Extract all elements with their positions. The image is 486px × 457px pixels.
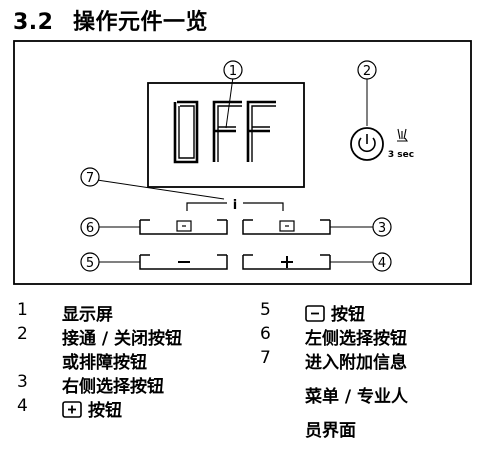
plus-button[interactable] [242,254,331,270]
minus-box-icon [305,305,325,322]
hold-duration-label: 3 sec [388,150,414,160]
callout-4-label: 4 [378,256,386,271]
legend-number: 5 [260,300,271,320]
legend-text: 进入附加信息 [305,353,407,373]
legend-text: 接通 / 关闭按钮 [62,329,183,349]
info-label: i [233,198,237,213]
legend-text: 右侧选择按钮 [62,377,164,397]
section-title: 操作元件一览 [73,10,209,35]
right-select-button[interactable] [242,219,331,235]
display-glyph-inner-1 [217,105,242,162]
callout-7-label: 7 [86,171,94,186]
callout-2: 2 [357,60,377,126]
display-glyph-inner-2 [251,105,276,162]
control-panel-diagram: 1 3 sec 2 i 7 [13,40,472,285]
display-screen [147,82,305,188]
display-segment-text [173,100,276,164]
callout-5: 5 [80,252,140,272]
left-select-icon [176,220,192,232]
legend-text: 按钮 [88,401,122,421]
hand-press-icon [397,128,409,142]
callout-5-label: 5 [86,256,94,271]
section-number: 3.2 [13,10,54,35]
left-select-button[interactable] [139,219,228,235]
callout-4: 4 [330,252,392,272]
plus-icon [281,256,293,268]
callout-7: 7 [80,167,225,200]
legend-text: 按钮 [331,305,365,325]
power-icon [358,134,376,153]
legend-text: 员界面 [305,421,356,441]
legend-text: 左侧选择按钮 [305,329,407,349]
plus-box-icon [62,401,82,418]
legend-number: 7 [260,348,271,368]
legend-number: 6 [260,324,271,344]
callout-2-label: 2 [363,64,371,79]
legend-number: 4 [17,396,28,416]
legend-text-with-icon: 按钮 [305,300,365,325]
display-glyph-inner-0 [178,105,195,159]
legend-text: 显示屏 [62,305,113,325]
legend-number: 3 [17,372,28,392]
callout-3-label: 3 [378,221,386,236]
legend-text-with-icon: 按钮 [62,396,122,421]
minus-button[interactable] [139,254,228,270]
callout-1: 1 [223,60,243,129]
section-heading: 3.2 操作元件一览 [13,4,208,36]
callout-6: 6 [80,217,140,237]
callout-6-label: 6 [86,221,94,236]
legend-text: 菜单 / 专业人 [305,387,409,407]
legend-text: 或排障按钮 [62,353,147,373]
callout-1-label: 1 [229,64,237,79]
panel-frame [13,40,472,285]
power-button[interactable] [350,127,384,161]
callout-3: 3 [330,217,392,237]
legend-number: 1 [17,300,28,320]
display-glyph-o-0 [173,100,199,164]
legend-number: 2 [17,324,28,344]
info-indicator: i [186,198,284,213]
right-select-icon [279,220,295,232]
